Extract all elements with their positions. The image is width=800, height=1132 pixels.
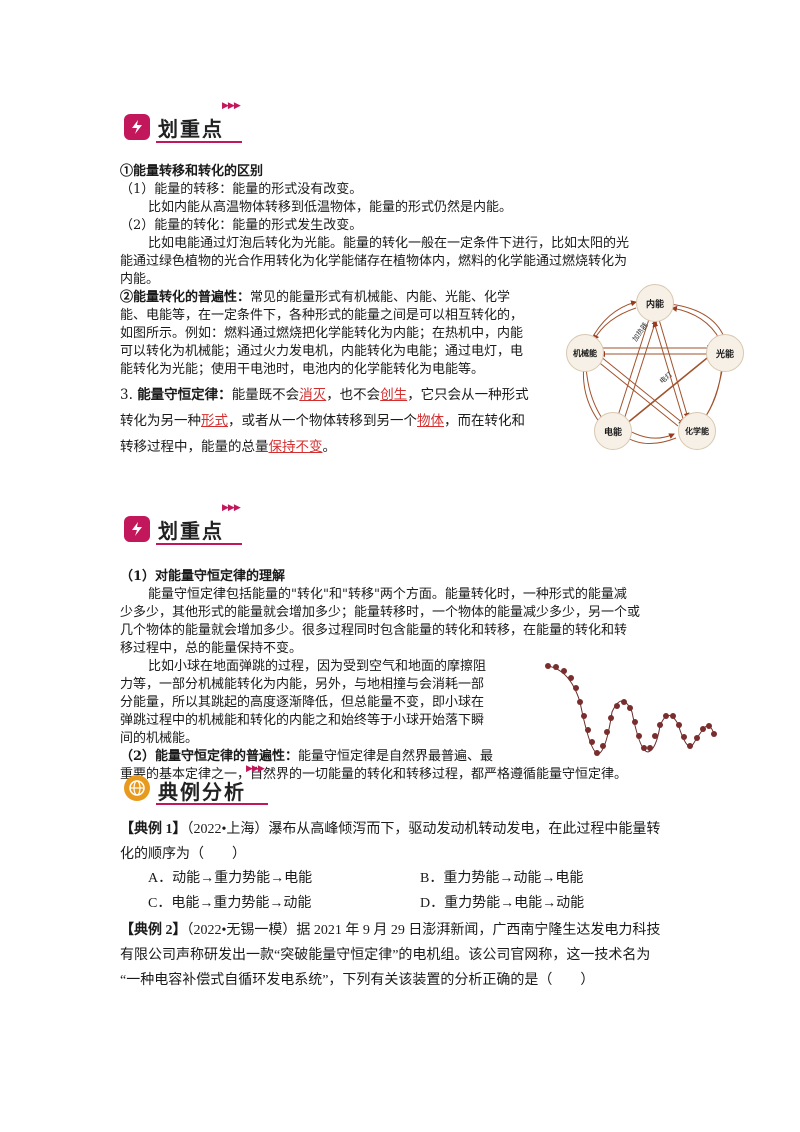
law-paragraph: 3. 能量守恒定律：能量既不会消灭，也不会创生，它只会从一种形式 [120,382,529,408]
paragraph: 比如电能通过灯泡后转化为光能。能量的转化一般在一定条件下进行，比如太阳的光 [148,236,630,251]
answer-blank: 消灭 [299,387,327,403]
paragraph: 可以转化为机械能；通过火力发电机，内能转化为电能；通过电灯，电 [120,344,524,359]
law-paragraph: 转化为另一种形式，或者从一个物体转移到另一个物体，而在转化和 [120,408,525,434]
bouncing-ball-figure [540,662,718,764]
text: 能量既不会 [231,387,300,403]
question-text: （2022•无锡一模）据 2021 年 9 月 29 日澎湃新闻，广西南宁隆生达… [186,923,661,938]
example-1: 【典例 1】（2022•上海）瀑布从高峰倾泻而下，驱动发动机转动发电，在此过程中… [120,820,660,840]
answer-blank: 形式 [201,413,228,429]
paragraph: 能通过绿色植物的光合作用转化为化学能储存在植物体内，燃料的化学能通过燃烧转化为 [120,254,628,269]
paragraph: 几个物体的能量就会增加多少。很多过程同时包含能量的转化和转移，在能量的转化和转 [120,623,628,638]
text: ，而在转化和 [444,413,525,429]
answer-blank: 保持不变 [268,439,323,455]
highlight-badge-icon [124,516,150,542]
subheading: （2）能量守恒定律的普遍性： [120,749,299,764]
answer-blank: 物体 [417,413,444,429]
paragraph: 能转化为光能；使用干电池时，电池内的化学能转化为电能等。 [120,362,485,377]
paragraph: 内能。 [120,272,160,287]
paragraph: 少多少，其他形式的能量就会增加多少；能量转移时，一个物体的能量减少多少，另一个或 [120,605,641,620]
paragraph: （1）能量的转移：能量的形式没有改变。 [120,182,363,197]
paragraph: 力等，一部分机械能转化为内能，另外，与地相撞与会消耗一部 [120,677,485,692]
lamp-label: 电灯 [658,370,675,386]
text: 。 [322,439,337,455]
node-internal-energy: 内能 [636,284,674,322]
arrows-decoration-icon: ▶▶▶ [222,503,241,513]
example-tag: 【典例 2】 [120,923,187,938]
paragraph: 分能量，所以其跳起的高度逐渐降低，但总能量不变，即小球在 [120,695,485,710]
arrows-decoration-icon: ▶▶▶ [246,764,265,774]
ball-dots [545,663,717,756]
option-c[interactable]: C．电能→重力势能→动能 [148,896,312,911]
text: 常见的能量形式有机械能、内能、光能、化学 [250,290,511,305]
paragraph: 能量守恒定律包括能量的"转化"和"转移"两个方面。能量转化时，一种形式的能量减 [148,587,627,602]
law-paragraph: 转移过程中，能量的总量保持不变。 [120,434,336,460]
subheading: （1）对能量守恒定律的理解 [120,569,286,584]
paragraph: 比如小球在地面弹跳的过程，因为受到空气和地面的摩擦阻 [148,659,487,674]
diagram-lines: 加热器 电灯 [580,300,728,444]
example-2: 【典例 2】（2022•无锡一模）据 2021 年 9 月 29 日澎湃新闻，广… [120,921,660,941]
header-underline [156,141,242,143]
header-underline [156,543,242,545]
paragraph: 间的机械能。 [120,731,199,746]
option-a[interactable]: A．动能→重力势能→电能 [148,871,313,886]
paragraph: 重要的基本定律之一，自然界的一切能量的转化和转移过程，都严格遵循能量守恒定律。 [120,767,628,782]
question-text: 化的顺序为（ ） [120,847,246,862]
example-tag: 【典例 1】 [120,822,187,837]
question-text: 有限公司声称研发出一款“突破能量守恒定律”的电机组。该公司官网称，这一技术名为 [120,948,651,963]
text: ，或者从一个物体转移到另一个 [228,413,417,429]
paragraph: （2）能量守恒定律的普遍性：能量守恒定律是自然界最普遍、最 [120,748,493,766]
section-header: 典例分析 [158,780,246,804]
law-label: 能量守恒定律： [137,387,232,403]
paragraph: 弹跳过程中的机械能和转化的内能之和始终等于小球开始落下瞬 [120,713,485,728]
subheading: ①能量转移和转化的区别 [120,164,264,179]
heater-label: 加热器 [630,321,649,343]
text: ，它只会从一种形式 [407,387,529,403]
answer-blank: 创生 [380,387,408,403]
paragraph: 比如内能从高温物体转移到低温物体，能量的形式仍然是内能。 [148,200,513,215]
globe-icon [124,775,150,801]
energy-conversion-diagram: 加热器 电灯 内能 光能 化学能 电能 机械能 [566,284,744,450]
section-header: 划重点 [158,117,224,141]
node-chemical-energy: 化学能 [678,412,716,450]
node-light-energy: 光能 [706,334,744,372]
text: 能量守恒定律是自然界最普遍、最 [298,749,494,764]
arrows-decoration-icon: ▶▶▶ [222,101,241,111]
section-header: 划重点 [158,519,224,543]
option-b[interactable]: B．重力势能→动能→电能 [420,871,584,886]
paragraph: ②能量转化的普遍性：常见的能量形式有机械能、内能、光能、化学 [120,289,510,307]
text: ，也不会 [326,387,381,403]
paragraph: 如图所示。例如：燃料通过燃烧把化学能转化为内能；在热机中，内能 [120,326,524,341]
paragraph: 能、电能等，在一定条件下，各种形式的能量之间是可以相互转化的， [120,308,524,323]
node-electric-energy: 电能 [594,412,632,450]
question-text: （2022•上海）瀑布从高峰倾泻而下，驱动发动机转动发电，在此过程中能量转 [186,822,661,837]
node-mechanical-energy: 机械能 [566,334,604,372]
header-underline [156,803,268,805]
paragraph: 移过程中，总的能量保持不变。 [120,641,303,656]
option-d[interactable]: D．重力势能→电能→动能 [420,896,585,911]
subheading: ②能量转化的普遍性： [120,290,251,305]
text: 转化为另一种 [120,413,201,429]
paragraph: （2）能量的转化：能量的形式发生改变。 [120,218,363,233]
text: 转移过程中，能量的总量 [120,439,269,455]
highlight-badge-icon [124,114,150,140]
item-number: 3. [120,387,133,403]
bouncing-ball-trajectory [545,663,717,756]
question-text: “一种电容补偿式自循环发电系统”，下列有关该装置的分析正确的是（ ） [120,973,595,988]
